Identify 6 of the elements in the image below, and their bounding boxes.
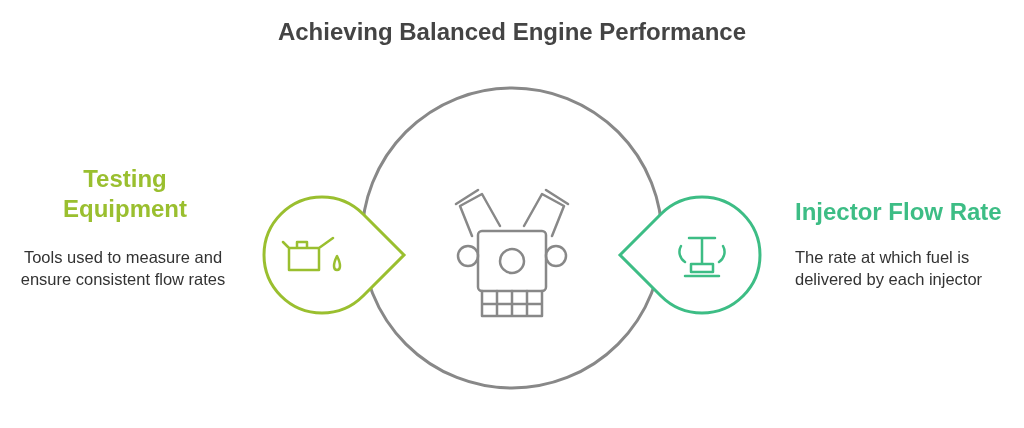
heading: Testing Equipment bbox=[62, 164, 188, 224]
title: Achieving Balanced Engine Performance bbox=[276, 18, 748, 46]
description: The rate at which fuel is delivered by each injector bbox=[795, 247, 984, 290]
heading: Injector Flow Rate bbox=[795, 197, 1003, 227]
description: Tools used to measure and ensure consistent flow rates bbox=[19, 247, 227, 290]
circle-shape bbox=[360, 86, 664, 390]
